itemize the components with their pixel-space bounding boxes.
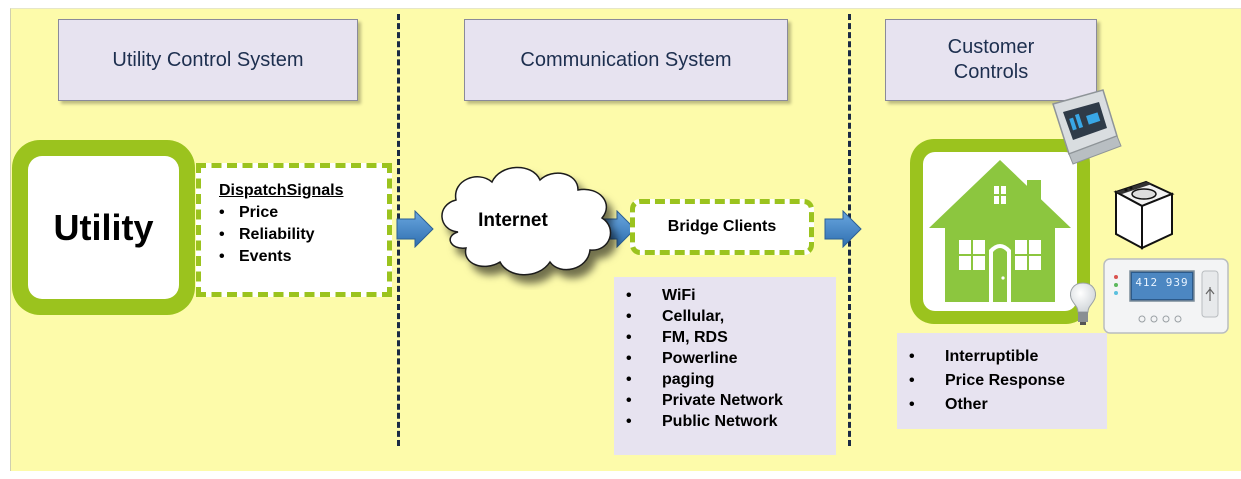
list-item: •WiFi bbox=[626, 287, 696, 304]
header-utility-control-label: Utility Control System bbox=[112, 48, 304, 71]
list-item: •Powerline bbox=[626, 350, 738, 367]
lightbulb-icon bbox=[1070, 282, 1096, 325]
list-item: •Events bbox=[219, 248, 292, 265]
list-item: •Price bbox=[219, 204, 279, 221]
communication-methods-list: •WiFi •Cellular, •FM, RDS •Powerline •pa… bbox=[626, 285, 836, 432]
list-item: •paging bbox=[626, 371, 715, 388]
header-customer-controls-label: Customer Controls bbox=[947, 36, 1035, 83]
internet-label: Internet bbox=[478, 210, 548, 231]
washing-machine-icon bbox=[1113, 180, 1175, 250]
header-communication-label: Communication System bbox=[520, 48, 732, 71]
list-item: •Interruptible bbox=[909, 348, 1039, 365]
utility-label: Utility bbox=[28, 156, 179, 299]
bridge-clients-label: Bridge Clients bbox=[667, 218, 777, 235]
list-item: •Price Response bbox=[909, 372, 1066, 389]
list-item: •Cellular, bbox=[626, 308, 725, 325]
communication-methods-box: •WiFi •Cellular, •FM, RDS •Powerline •pa… bbox=[614, 277, 836, 455]
arrow-icon bbox=[824, 210, 862, 248]
list-item: •FM, RDS bbox=[626, 329, 728, 346]
energy-display-icon bbox=[1052, 89, 1122, 165]
thermostat-display-text: 412 939 bbox=[1135, 276, 1189, 289]
dispatch-signals-title: DispatchSignals bbox=[219, 182, 344, 199]
thermostat-icon bbox=[1103, 258, 1229, 334]
list-item: •Public Network bbox=[626, 413, 778, 430]
header-communication-system: Communication System bbox=[464, 19, 788, 101]
utility-node: Utility bbox=[12, 140, 195, 315]
arrow-icon bbox=[396, 210, 434, 248]
list-item: •Reliability bbox=[219, 226, 315, 243]
list-item: •Other bbox=[909, 396, 988, 413]
customer-options-list: •Interruptible •Price Response •Other bbox=[909, 345, 1107, 417]
dispatch-signals-box: DispatchSignals •Price •Reliability •Eve… bbox=[196, 163, 392, 297]
house-icon bbox=[929, 160, 1071, 302]
customer-options-box: •Interruptible •Price Response •Other bbox=[897, 333, 1107, 429]
header-utility-control-system: Utility Control System bbox=[58, 19, 358, 101]
bridge-clients-box: Bridge Clients bbox=[630, 199, 814, 255]
list-item: •Private Network bbox=[626, 392, 783, 409]
header-customer-controls: Customer Controls bbox=[885, 19, 1097, 101]
dispatch-signals-list: •Price •Reliability •Events bbox=[219, 202, 387, 268]
cloud-icon bbox=[441, 166, 612, 276]
